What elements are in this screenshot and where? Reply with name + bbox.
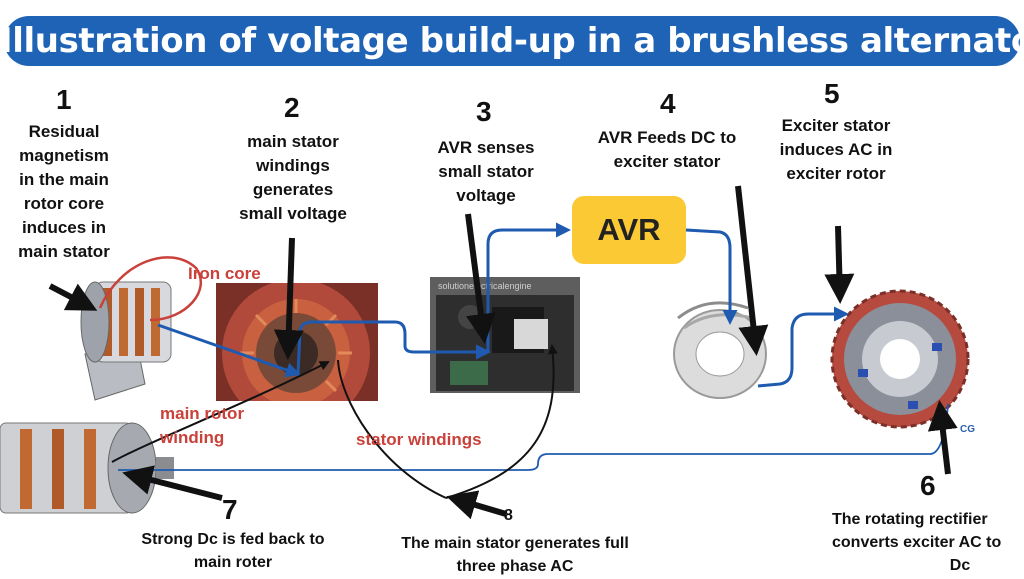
- step-5-number: 5: [824, 78, 840, 109]
- caption-line: small voltage: [239, 204, 347, 223]
- step-1-number: 1: [56, 84, 72, 115]
- step-4-number: 4: [660, 88, 676, 119]
- exciter-rotor-photo: [830, 289, 970, 429]
- stator-windings-label: stator windings: [356, 430, 482, 449]
- caption-line: Residual: [28, 122, 100, 141]
- watermark-text: solutionelectricalengine: [438, 281, 532, 291]
- arrow-5: [824, 225, 855, 304]
- step-4-caption: AVR Feeds DC to exciter stator: [578, 126, 756, 174]
- avr-panel-photo: solutionelectricalengine: [430, 277, 580, 393]
- caption-line: Strong Dc is fed back to: [141, 531, 325, 548]
- caption-line: The rotating rectifier: [832, 511, 988, 528]
- caption-line: exciter stator: [613, 152, 721, 171]
- caption-line: three phase AC: [456, 558, 574, 575]
- arrow-8: [446, 490, 507, 520]
- caption-line: induces AC in: [779, 140, 893, 159]
- caption-line: Exciter stator: [781, 116, 891, 135]
- caption-line: The main stator generates full: [401, 535, 629, 552]
- bottom-rotor-illustration: [0, 422, 174, 514]
- caption-line: converts exciter AC to: [832, 534, 1002, 551]
- caption-line: magnetism: [19, 146, 109, 165]
- step-6-number: 6: [920, 470, 936, 501]
- iron-core-label: Iron core: [188, 264, 261, 283]
- caption-line: induces in: [21, 218, 107, 237]
- step-3-number: 3: [476, 96, 492, 127]
- main-rotor-illustration: [80, 281, 172, 401]
- step-8-caption: The main stator generates full three pha…: [370, 532, 660, 578]
- caption-line: voltage: [456, 186, 516, 205]
- caption-line: main stator: [18, 242, 110, 261]
- caption-line: exciter rotor: [786, 164, 886, 183]
- step-7-caption: Strong Dc is fed back to main roter: [120, 528, 346, 574]
- exciter-stator-photo: [673, 301, 767, 399]
- caption-line: Dc: [949, 557, 971, 574]
- caption-line: windings: [256, 156, 330, 175]
- caption-line: rotor core: [23, 194, 105, 213]
- page-title: Illustration of voltage build-up in a br…: [0, 21, 1024, 61]
- caption-line: main roter: [193, 554, 273, 571]
- main-stator-photo: [216, 283, 378, 401]
- step-5-caption: Exciter stator induces AC in exciter rot…: [764, 114, 908, 186]
- avr-box: AVR: [572, 196, 686, 264]
- step-3-caption: AVR senses small stator voltage: [414, 136, 558, 208]
- caption-line: main stator: [247, 132, 339, 151]
- caption-line: AVR senses: [437, 138, 535, 157]
- step-6-caption: The rotating rectifier converts exciter …: [832, 508, 1024, 577]
- main-rotor-winding-line: winding: [160, 428, 225, 447]
- cg-logo: CG: [960, 424, 975, 435]
- main-rotor-winding-label: main rotor winding: [160, 402, 244, 450]
- caption-line: AVR Feeds DC to: [597, 128, 737, 147]
- step-1-caption: Residual magnetism in the main rotor cor…: [2, 120, 126, 264]
- caption-line: generates: [252, 180, 334, 199]
- step-8-number: 8: [504, 507, 513, 524]
- step-2-caption: main stator windings generates small vol…: [218, 130, 368, 226]
- step-7-number: 7: [222, 494, 238, 525]
- caption-line: small stator: [438, 162, 534, 181]
- title-banner: [4, 16, 1020, 66]
- caption-line: in the main: [19, 170, 109, 189]
- main-rotor-winding-line: main rotor: [160, 404, 245, 423]
- step-2-number: 2: [284, 92, 300, 123]
